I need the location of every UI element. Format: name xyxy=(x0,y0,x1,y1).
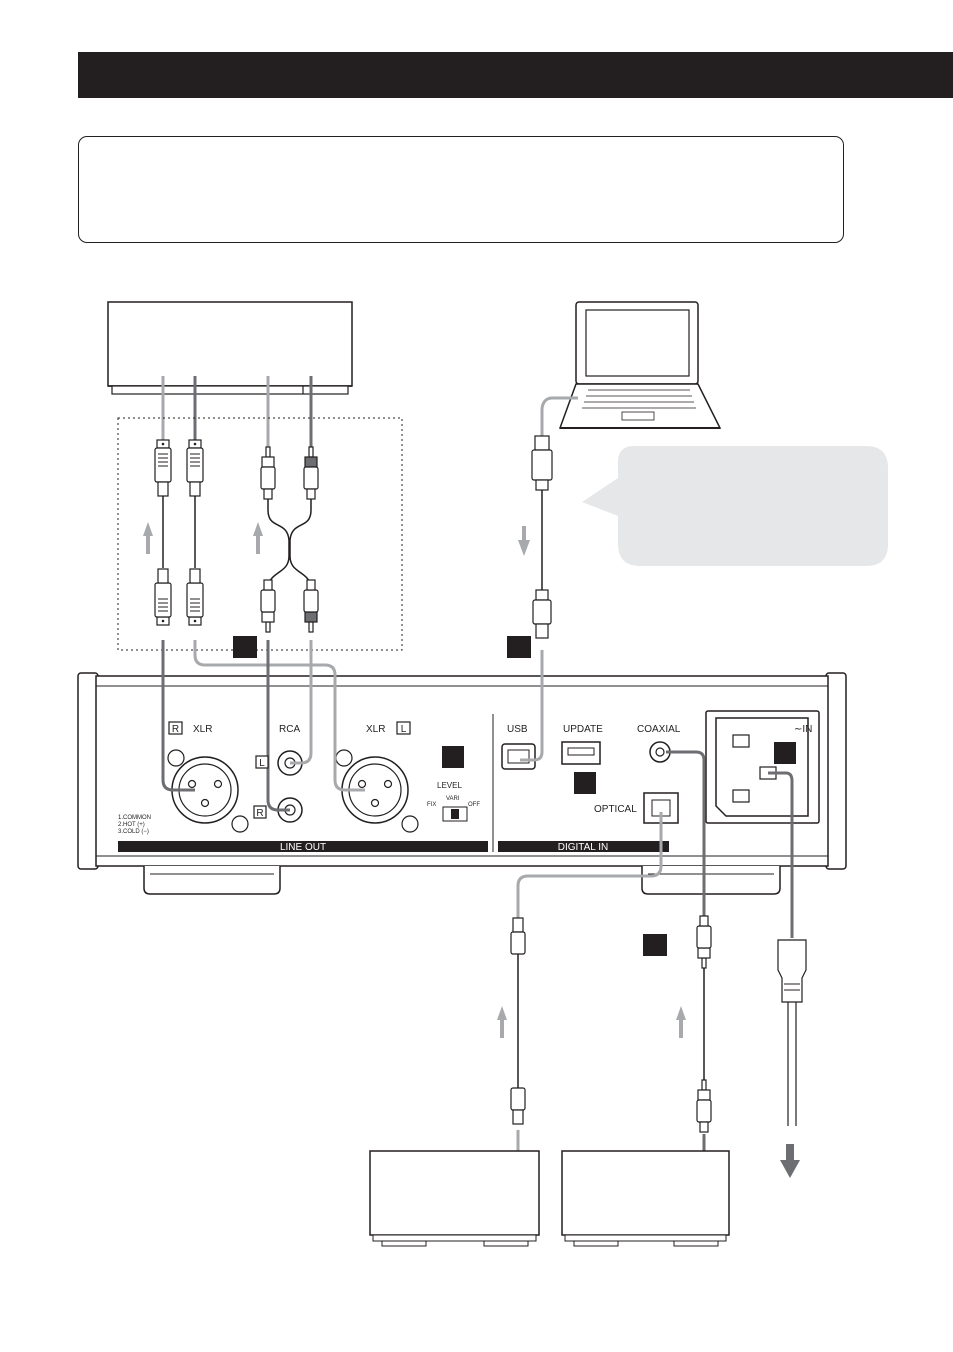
xlr-connector-icon xyxy=(154,439,204,626)
xlr-l-label: XLR xyxy=(366,724,385,735)
level-label: LEVEL xyxy=(437,781,462,790)
note-box xyxy=(78,136,844,243)
usb-connector-icon xyxy=(531,435,553,639)
header-bar xyxy=(78,52,953,98)
line-out-section-label: LINE OUT xyxy=(280,842,326,853)
rca-connector-icon xyxy=(260,446,319,633)
amp-input-cables xyxy=(161,376,313,450)
optical-connector-icon xyxy=(510,917,526,1125)
level-switch xyxy=(442,746,468,822)
amplifier-device xyxy=(107,301,353,395)
rca-l-badge: L xyxy=(259,758,265,769)
step-badge xyxy=(233,636,257,658)
laptop-keyboard xyxy=(582,389,696,421)
xlr-r-badge: R xyxy=(172,724,179,735)
ac-inlet xyxy=(715,717,809,817)
cable-option-enclosure xyxy=(117,417,403,651)
signal-arrow-icon xyxy=(518,526,530,556)
step-badge xyxy=(643,934,667,956)
callout-bubble xyxy=(582,446,888,566)
signal-arrow-icon xyxy=(780,1144,800,1178)
level-vari-label: VARI xyxy=(446,796,460,802)
pin-1-label: 1.COMMON xyxy=(118,815,151,821)
coaxial-port xyxy=(649,741,671,763)
usb-cable xyxy=(540,396,578,440)
coaxial-label: COAXIAL xyxy=(637,724,681,735)
ac-in-label: ∼IN xyxy=(794,724,812,735)
usb-label: USB xyxy=(507,724,528,735)
panel-cables xyxy=(161,640,794,938)
coaxial-source-device xyxy=(561,1150,730,1247)
step-badge xyxy=(507,636,531,658)
optical-port xyxy=(643,792,679,824)
digital-in-section-label: DIGITAL IN xyxy=(558,842,609,853)
iec-plug-icon xyxy=(777,939,807,1126)
signal-arrow-icon xyxy=(143,522,263,554)
rca-connector-icon xyxy=(696,915,712,1133)
update-label: UPDATE xyxy=(563,724,603,735)
pin-2-label: 2.HOT (+) xyxy=(118,822,145,828)
optical-label: OPTICAL xyxy=(594,804,637,815)
xlr-l-badge: L xyxy=(401,724,407,735)
usb-port xyxy=(501,743,536,770)
pin-3-label: 3.COLD (−) xyxy=(118,829,149,835)
signal-arrow-icon xyxy=(497,1006,686,1038)
level-fix-label: FIX xyxy=(427,802,436,808)
rca-label: RCA xyxy=(279,724,300,735)
optical-source-device xyxy=(369,1150,540,1247)
rca-r-badge: R xyxy=(256,808,263,819)
laptop-icon xyxy=(558,301,722,429)
level-off-label: OFF xyxy=(468,802,480,808)
xlr-r-label: XLR xyxy=(193,724,212,735)
update-port xyxy=(561,741,601,794)
